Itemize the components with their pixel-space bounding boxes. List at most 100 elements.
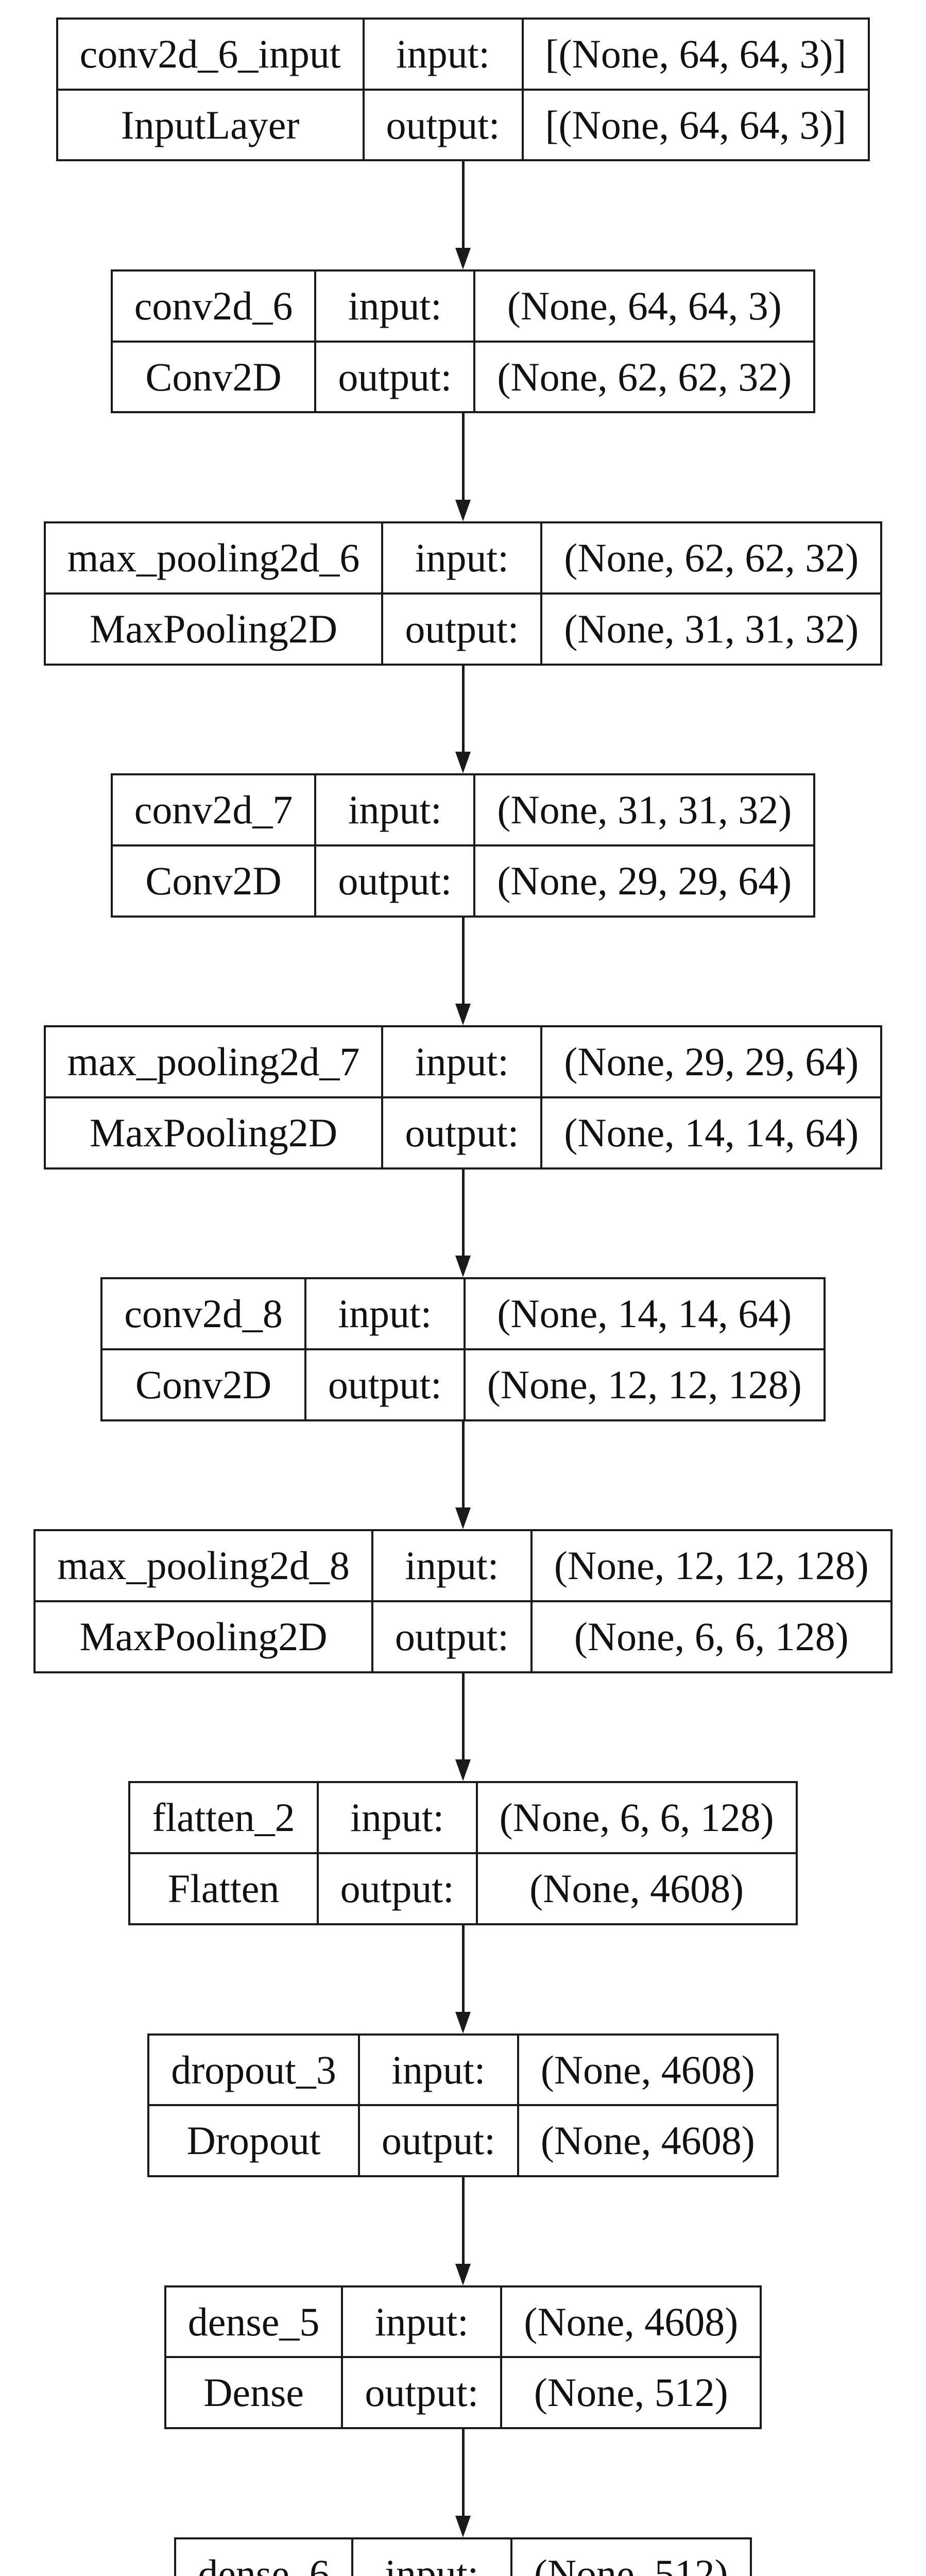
layer-node-max_pooling2d_7: max_pooling2d_7 input: (None, 29, 29, 64… — [43, 1025, 883, 1170]
layer-node-max_pooling2d_8: max_pooling2d_8 input: (None, 12, 12, 12… — [33, 1529, 893, 1673]
output-label: output: — [316, 1852, 478, 1925]
layer-table: max_pooling2d_7 input: (None, 29, 29, 64… — [43, 1025, 883, 1170]
layer-name: conv2d_6 — [110, 269, 317, 343]
input-label: input: — [351, 2537, 512, 2576]
flow-arrow — [455, 917, 471, 1026]
input-shape: (None, 4608) — [500, 2285, 762, 2359]
output-shape: (None, 14, 14, 64) — [540, 1096, 883, 1170]
arrow-down-icon — [455, 1004, 471, 1026]
input-shape: (None, 14, 14, 64) — [463, 1277, 826, 1350]
input-label: input: — [357, 2033, 519, 2107]
flow-arrow — [455, 1169, 471, 1278]
flow-arrow — [455, 161, 471, 270]
output-label: output: — [341, 2356, 503, 2429]
layer-node-max_pooling2d_6: max_pooling2d_6 input: (None, 62, 62, 32… — [43, 521, 883, 666]
input-label: input: — [314, 773, 476, 846]
flow-arrow — [455, 1925, 471, 2033]
flow-arrow — [455, 1421, 471, 1530]
layer-node-conv2d_6: conv2d_6 input: (None, 64, 64, 3) Conv2D… — [110, 269, 816, 414]
flow-arrow — [455, 1673, 471, 1782]
input-label: input: — [381, 1025, 543, 1098]
output-shape: (None, 4608) — [475, 1852, 798, 1925]
layer-name: conv2d_7 — [110, 773, 317, 846]
input-shape: (None, 12, 12, 128) — [530, 1529, 893, 1603]
output-shape: (None, 4608) — [517, 2104, 779, 2177]
arrow-down-icon — [455, 500, 471, 522]
arrow-down-icon — [455, 2263, 471, 2285]
output-label: output: — [357, 2104, 519, 2177]
layer-table: conv2d_6 input: (None, 64, 64, 3) Conv2D… — [110, 269, 816, 414]
output-shape: (None, 62, 62, 32) — [473, 340, 816, 414]
arrow-line — [461, 1673, 465, 1760]
output-label: output: — [362, 88, 524, 162]
layer-node-dense_5: dense_5 input: (None, 4608) Dense output… — [164, 2285, 762, 2429]
layer-type: Dropout — [147, 2104, 360, 2177]
layer-type: MaxPooling2D — [33, 1600, 373, 1673]
output-label: output: — [304, 1348, 466, 1421]
layer-name: flatten_2 — [128, 1781, 319, 1855]
flow-arrow — [455, 665, 471, 774]
input-shape: (None, 62, 62, 32) — [540, 521, 883, 595]
layer-type: Conv2D — [110, 340, 317, 414]
arrow-down-icon — [455, 2515, 471, 2537]
arrow-down-icon — [455, 752, 471, 774]
output-shape: (None, 6, 6, 128) — [530, 1600, 893, 1673]
input-label: input: — [314, 269, 476, 343]
layer-table: dense_5 input: (None, 4608) Dense output… — [164, 2285, 762, 2429]
layer-type: MaxPooling2D — [43, 1096, 384, 1170]
input-shape: (None, 6, 6, 128) — [475, 1781, 798, 1855]
output-label: output: — [314, 340, 476, 414]
layer-name: dropout_3 — [147, 2033, 360, 2107]
arrow-line — [461, 665, 465, 752]
layer-node-conv2d_6_input: conv2d_6_input input: [(None, 64, 64, 3)… — [56, 18, 870, 162]
layer-table: dense_6 input: (None, 512) Dense output:… — [174, 2537, 752, 2576]
layer-table: flatten_2 input: (None, 6, 6, 128) Flatt… — [128, 1781, 798, 1925]
layer-node-flatten_2: flatten_2 input: (None, 6, 6, 128) Flatt… — [128, 1781, 798, 1925]
arrow-line — [461, 413, 465, 500]
flow-arrow — [455, 413, 471, 522]
output-label: output: — [314, 844, 476, 918]
input-shape: (None, 4608) — [517, 2033, 779, 2107]
layer-node-conv2d_8: conv2d_8 input: (None, 14, 14, 64) Conv2… — [100, 1277, 826, 1421]
layer-type: InputLayer — [56, 88, 365, 162]
arrow-line — [461, 161, 465, 248]
input-shape: (None, 31, 31, 32) — [473, 773, 816, 846]
layer-name: conv2d_6_input — [56, 18, 365, 91]
layer-table: max_pooling2d_8 input: (None, 12, 12, 12… — [33, 1529, 893, 1673]
input-label: input: — [371, 1529, 533, 1603]
arrow-line — [461, 1421, 465, 1508]
input-shape: (None, 512) — [510, 2537, 752, 2576]
arrow-line — [461, 917, 465, 1004]
arrow-down-icon — [455, 1507, 471, 1530]
input-label: input: — [381, 521, 543, 595]
layer-node-dense_6: dense_6 input: (None, 512) Dense output:… — [174, 2537, 752, 2576]
layer-type: Flatten — [128, 1852, 319, 1925]
layer-type: Dense — [164, 2356, 344, 2429]
layer-name: dense_6 — [174, 2537, 353, 2576]
input-label: input: — [362, 18, 524, 91]
output-shape: (None, 512) — [500, 2356, 762, 2429]
output-label: output: — [381, 1096, 543, 1170]
arrow-line — [461, 1925, 465, 2012]
arrow-line — [461, 2177, 465, 2264]
layer-table: dropout_3 input: (None, 4608) Dropout ou… — [147, 2033, 779, 2177]
input-label: input: — [304, 1277, 466, 1350]
layer-table: conv2d_6_input input: [(None, 64, 64, 3)… — [56, 18, 870, 162]
output-shape: (None, 29, 29, 64) — [473, 844, 816, 918]
output-shape: (None, 12, 12, 128) — [463, 1348, 826, 1421]
output-shape: (None, 31, 31, 32) — [540, 592, 883, 666]
layer-type: Conv2D — [110, 844, 317, 918]
layer-name: max_pooling2d_6 — [43, 521, 384, 595]
layer-name: dense_5 — [164, 2285, 344, 2359]
output-shape: [(None, 64, 64, 3)] — [521, 88, 870, 162]
arrow-down-icon — [455, 2011, 471, 2033]
output-label: output: — [381, 592, 543, 666]
layer-name: max_pooling2d_7 — [43, 1025, 384, 1098]
flow-arrow — [455, 2429, 471, 2537]
layer-type: Conv2D — [100, 1348, 306, 1421]
arrow-line — [461, 1169, 465, 1256]
output-label: output: — [371, 1600, 533, 1673]
layer-name: conv2d_8 — [100, 1277, 306, 1350]
input-label: input: — [316, 1781, 478, 1855]
layer-node-conv2d_7: conv2d_7 input: (None, 31, 31, 32) Conv2… — [110, 773, 816, 918]
